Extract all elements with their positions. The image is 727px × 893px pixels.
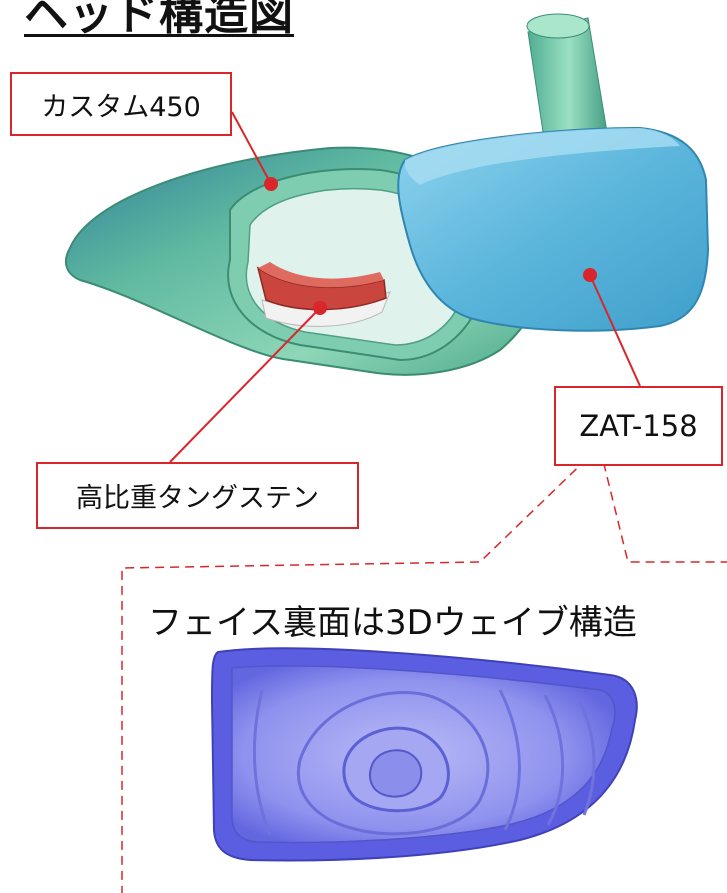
page-title: ヘッド構造図 [24, 0, 294, 40]
face-insert [397, 126, 710, 332]
zoom-outline [121, 447, 727, 893]
inset-caption: フェイス裏面は3Dウェイブ構造 [148, 603, 637, 643]
face-back-inset [210, 647, 638, 862]
callout-body-material: カスタム450 [10, 72, 232, 136]
callout-weight-material: 高比重タングステン [36, 462, 359, 529]
leader-lines [169, 111, 641, 463]
callout-dot-body [264, 177, 278, 191]
callout-dot-weight [313, 301, 327, 315]
callout-face-material: ZAT-158 [554, 386, 723, 466]
callout-dot-face [583, 268, 597, 282]
